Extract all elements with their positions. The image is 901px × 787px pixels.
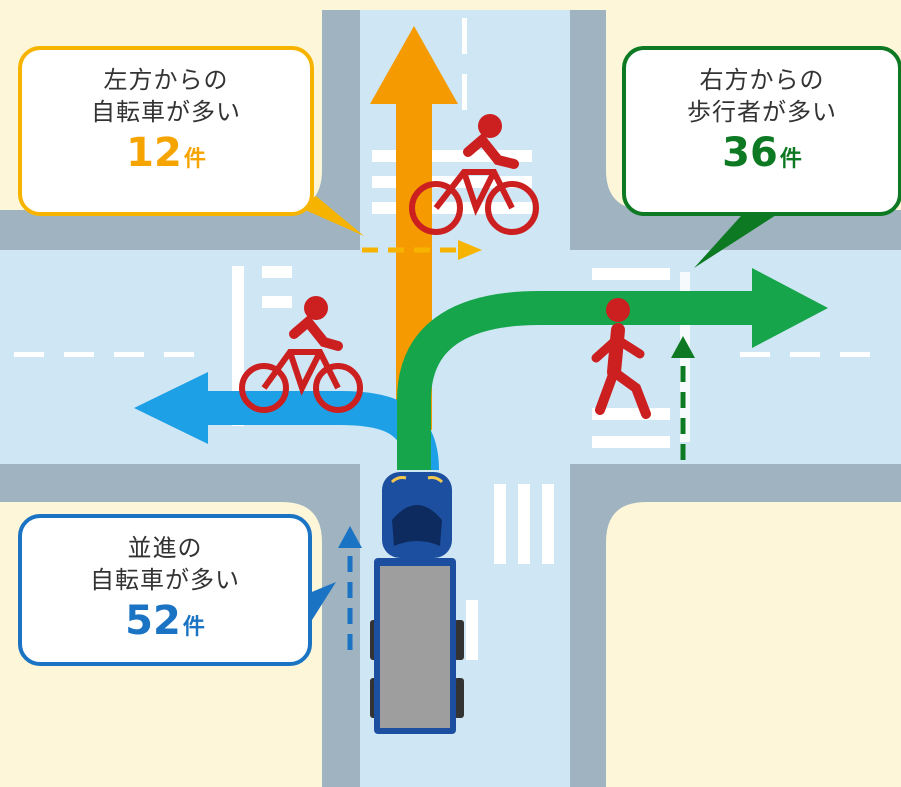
curb-corner-bl [0, 464, 360, 787]
bicycle-icon [239, 296, 363, 413]
block-bottom-right [606, 502, 901, 787]
callout-line: 歩行者が多い [687, 98, 837, 126]
callout-line: 自転車が多い [90, 566, 240, 594]
callout-line: 右方からの [699, 66, 825, 94]
callout-line: 並進の [127, 534, 203, 562]
callout-parallel-bicycles: 並進の 自転車が多い 52件 [18, 514, 312, 666]
right-turn-arrow [397, 268, 828, 470]
callout-line: 左方からの [103, 66, 229, 94]
curb-corner-tl [0, 10, 360, 250]
crosswalk-bottom [494, 484, 506, 564]
count-number: 52 [125, 598, 181, 644]
callout-count: 12件 [22, 130, 310, 176]
dashed-arrow-left-traffic [362, 240, 482, 260]
callout-tail-right [694, 206, 790, 268]
count-unit: 件 [183, 147, 206, 172]
crosswalk-right [592, 268, 670, 280]
center-line-left [14, 352, 44, 357]
count-unit: 件 [182, 615, 205, 640]
callout-right-pedestrians: 右方からの 歩行者が多い 36件 [622, 46, 901, 216]
callout-count: 52件 [22, 598, 308, 644]
center-line-right [740, 352, 770, 357]
bicycle-icon [409, 114, 539, 235]
center-line-top [462, 18, 467, 54]
truck-icon [370, 472, 464, 734]
callout-count: 36件 [626, 130, 898, 176]
curb-corner-br [570, 464, 901, 787]
dashed-arrow-pedestrian [671, 336, 695, 460]
callout-tail-left [296, 196, 364, 236]
pedestrian-icon [591, 298, 651, 419]
count-number: 12 [126, 130, 182, 176]
count-unit: 件 [779, 147, 802, 172]
curb-corner-tr [570, 10, 901, 250]
count-number: 36 [722, 130, 778, 176]
dashed-arrow-parallel-bicycle [338, 526, 362, 650]
callout-left-bicycles: 左方からの 自転車が多い 12件 [18, 46, 314, 216]
callout-line: 自転車が多い [91, 98, 241, 126]
